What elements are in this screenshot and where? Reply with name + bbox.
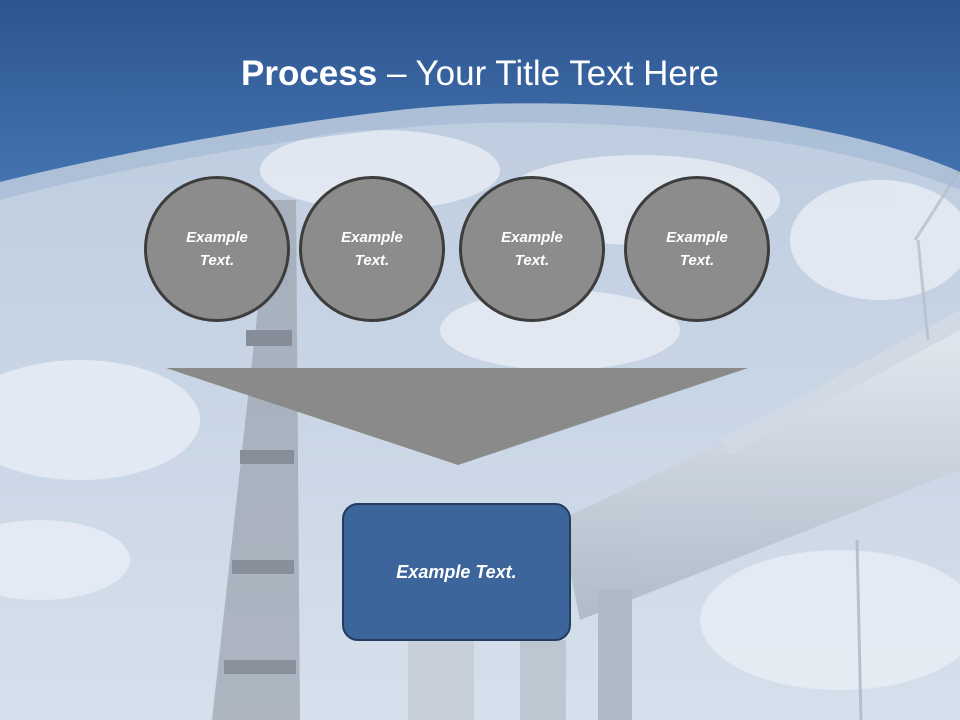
step-3-label: Example Text. <box>501 229 563 269</box>
process-step-3: Example Text. <box>459 176 605 322</box>
process-step-1: Example Text. <box>144 176 290 322</box>
step-2-label: Example Text. <box>341 229 403 269</box>
title-rest: – Your Title Text Here <box>377 54 719 93</box>
funnel-arrow <box>166 368 748 465</box>
result-label: Example Text. <box>396 561 517 582</box>
process-step-4: Example Text. <box>624 176 770 322</box>
pipeline <box>408 169 960 720</box>
step-4-label: Example Text. <box>666 229 728 269</box>
process-step-2: Example Text. <box>299 176 445 322</box>
step-1-label: Example Text. <box>186 229 248 269</box>
result-box: Example Text. <box>342 503 571 641</box>
title-bold: Process <box>241 54 378 93</box>
page-title: Process – Your Title Text Here <box>0 52 960 96</box>
chimney <box>212 200 300 720</box>
